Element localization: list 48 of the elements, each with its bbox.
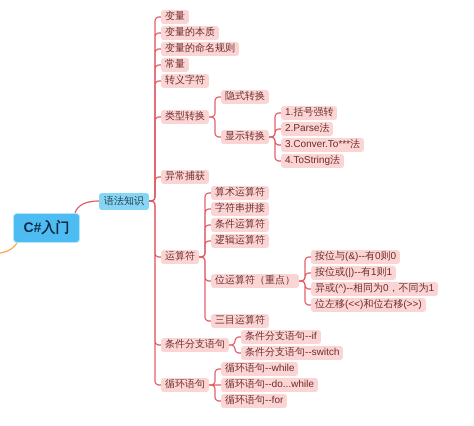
connector-line (229, 344, 241, 354)
subtopic: 隐式转换 (221, 90, 269, 104)
subtopic: 变量的本质 (161, 26, 219, 40)
subtopic: 异常捕获 (161, 170, 209, 184)
connector-line (299, 272, 311, 282)
connector-line (149, 176, 161, 202)
subtopic: 按位与(&)--有0则0 (311, 250, 400, 264)
subtopic: 位运算符（重点） (211, 274, 299, 288)
subtopic: 位左移(<<)和位右移(>>) (311, 298, 426, 312)
subtopic: 4.ToString法 (281, 154, 344, 168)
subtopic: 字符串拼接 (211, 202, 269, 216)
subtopic: 条件运算符 (211, 218, 269, 232)
subtopic: 转义字符 (161, 74, 209, 88)
connector-line (74, 200, 100, 214)
subtopic: 循环语句--for (221, 394, 288, 408)
central-topic: C#入门 (13, 213, 80, 243)
connector-line (229, 336, 241, 346)
subtopic: 异或(^)--相同为0，不同为1 (311, 282, 438, 296)
subtopic: 条件分支语句--if (241, 330, 321, 344)
subtopic: 常量 (161, 58, 189, 72)
subtopic: 类型转换 (161, 110, 209, 124)
subtopic: 变量的命名规则 (161, 42, 239, 56)
subtopic: 条件分支语句 (161, 338, 229, 352)
subtopic: 显示转换 (221, 130, 269, 144)
connector-line (209, 96, 221, 118)
subtopic: 按位或(|)--有1则1 (311, 266, 396, 280)
connector-line (269, 128, 281, 138)
subtopic: 循环语句 (161, 378, 209, 392)
main-topic: 语法知识 (99, 192, 149, 210)
subtopic: 2.Parse法 (281, 122, 334, 136)
subtopic: 条件分支语句--switch (241, 346, 344, 360)
connector-line (199, 240, 211, 258)
connector-line (209, 116, 221, 138)
connector-line (209, 384, 221, 402)
subtopic: 变量 (161, 10, 189, 24)
subtopic: 三目运算符 (211, 314, 269, 328)
subtopic: 3.Conver.To***法 (281, 138, 364, 152)
connector-line (209, 368, 221, 386)
connector-line (149, 200, 161, 386)
subtopic: 循环语句--while (221, 362, 298, 376)
subtopic: 算术运算符 (211, 186, 269, 200)
subtopic: 逻辑运算符 (211, 234, 269, 248)
subtopic: 循环语句--do...while (221, 378, 318, 392)
subtopic: 运算符 (161, 250, 199, 264)
subtopic: 1.括号强转 (281, 106, 338, 120)
connector-line (0, 242, 18, 254)
connector-line (299, 280, 311, 306)
connector-line (269, 136, 281, 162)
